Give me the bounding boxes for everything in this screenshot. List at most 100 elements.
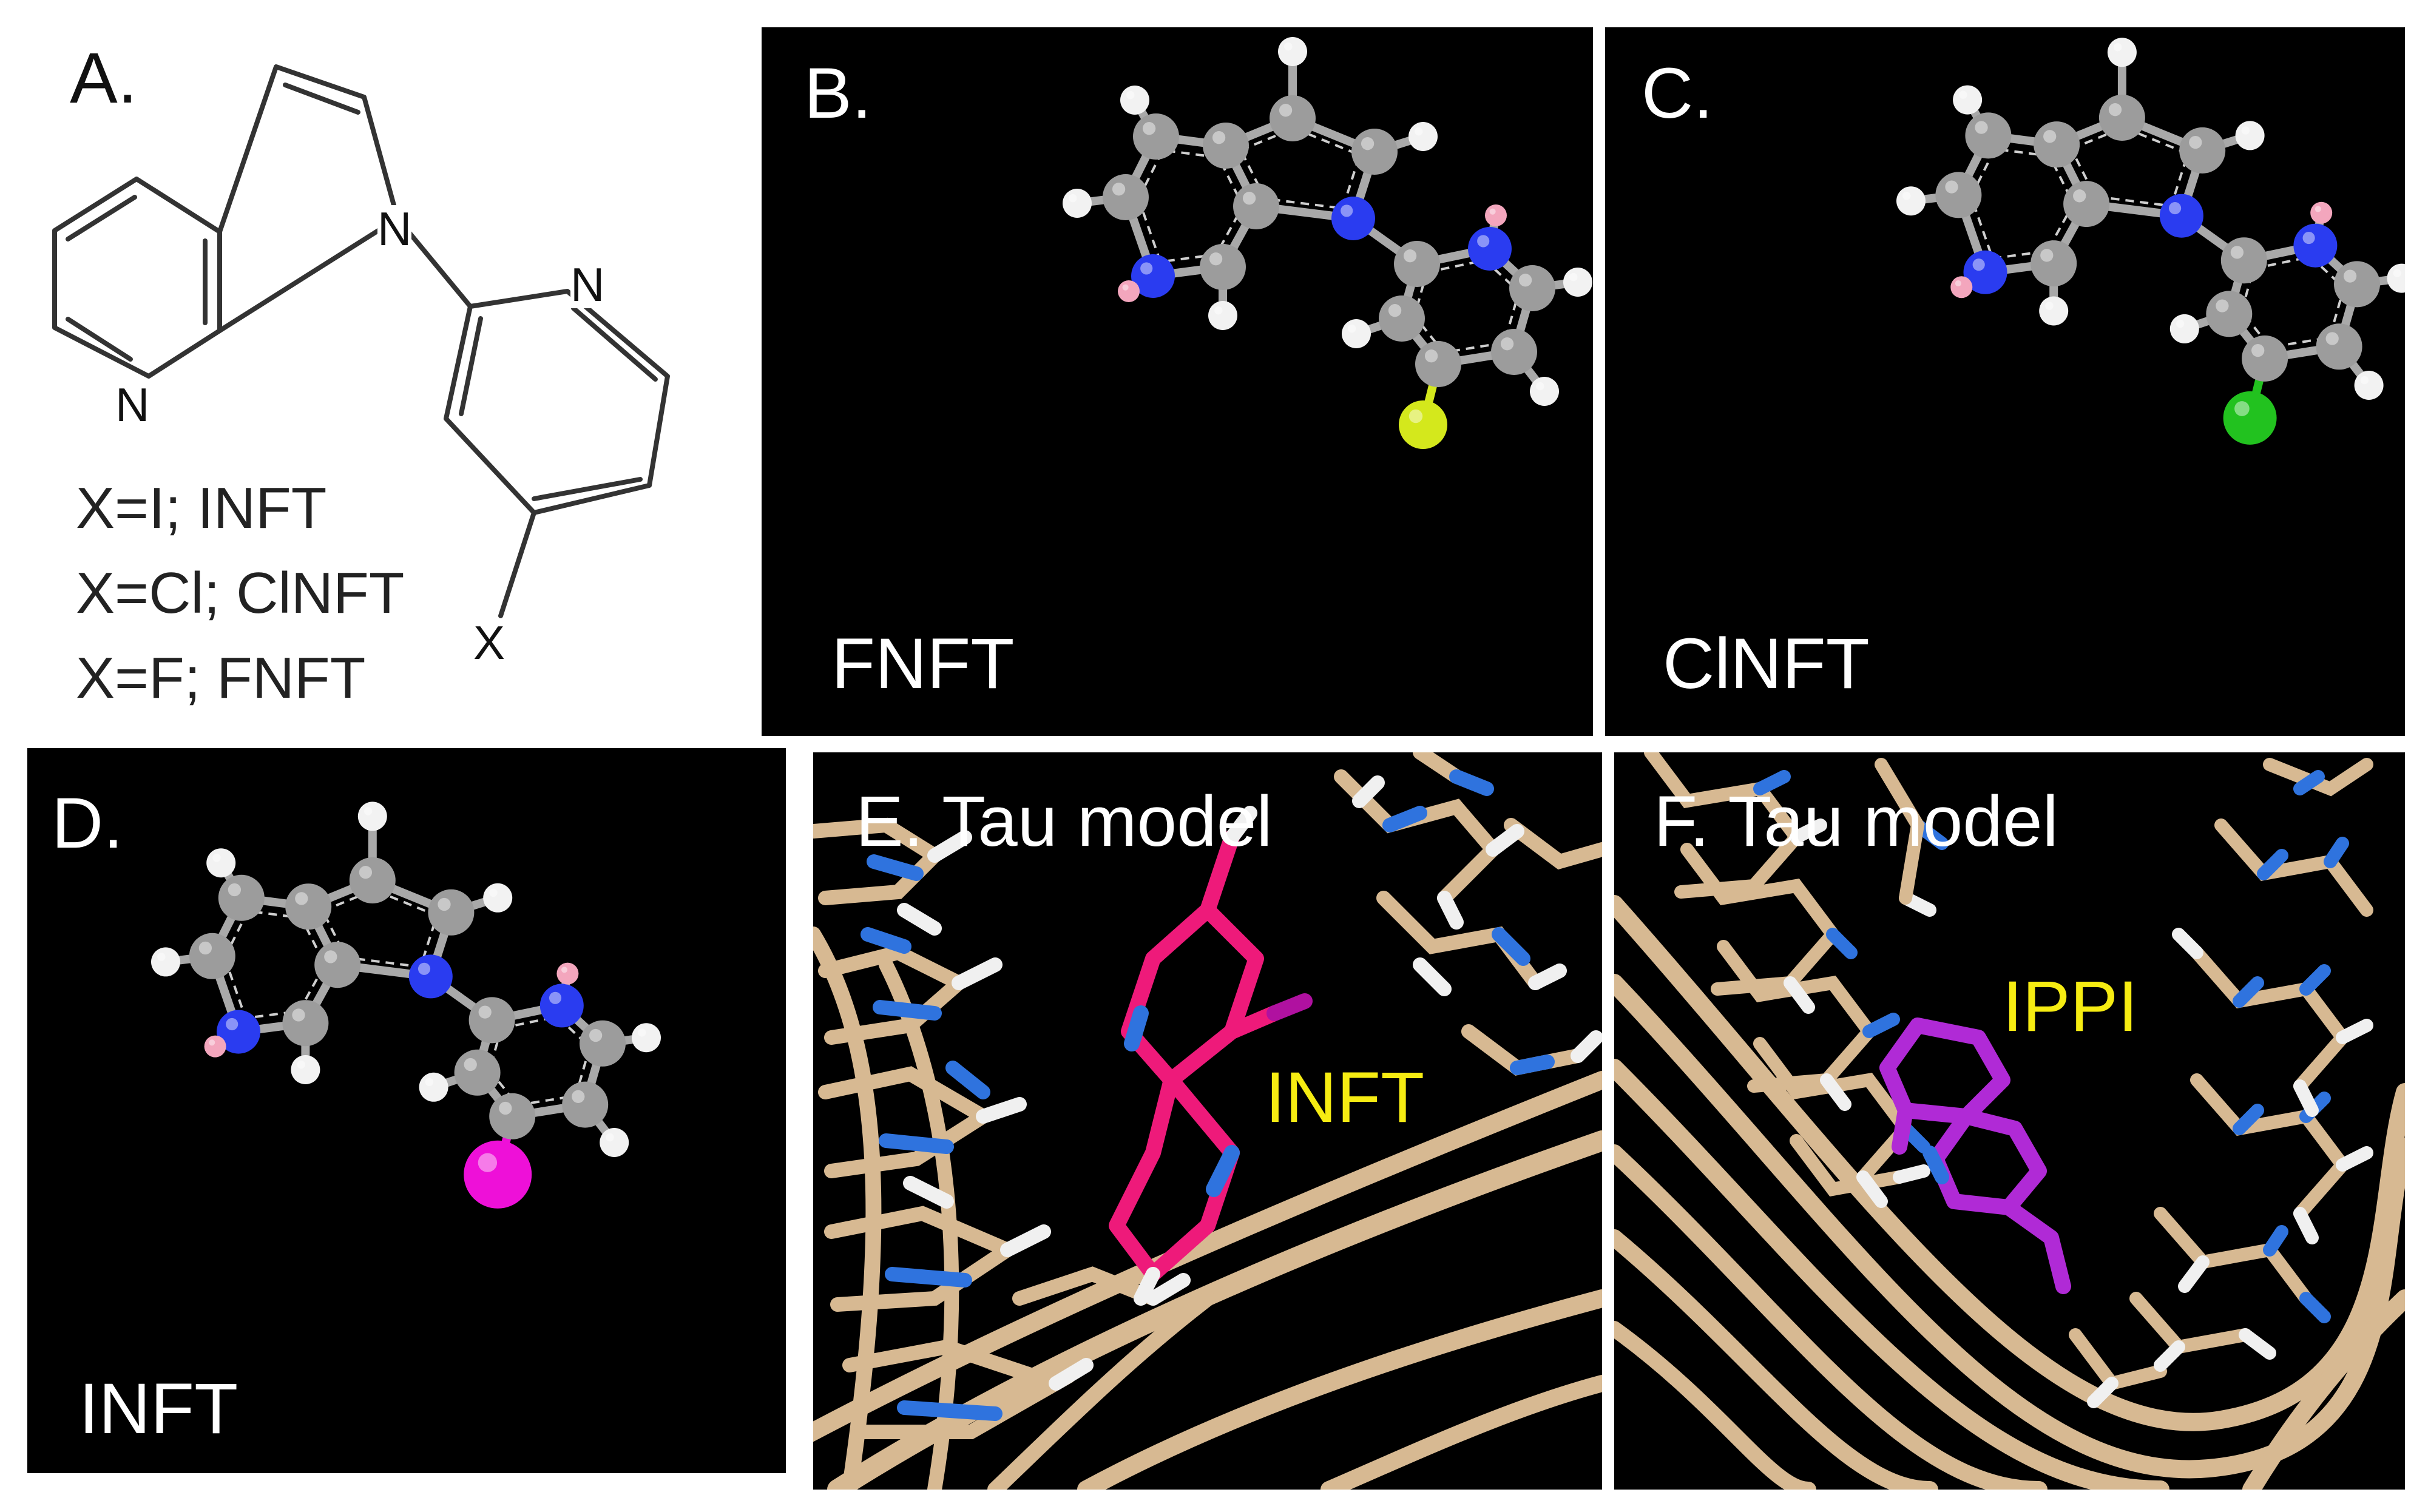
atom-highlight	[1518, 274, 1532, 287]
hydrogen-atom	[2310, 201, 2333, 224]
atom-highlight	[489, 888, 498, 897]
atom-highlight	[561, 967, 568, 973]
hydrogen-atom	[1278, 37, 1307, 66]
atom-highlight	[1415, 127, 1423, 136]
atom-highlight	[1214, 306, 1223, 315]
carbon-atom	[454, 1049, 501, 1096]
hydrogen-atom	[1563, 268, 1592, 297]
panel-c-letter: C.	[1642, 53, 1713, 133]
hydrogen-atom	[2387, 263, 2405, 293]
atom-highlight	[478, 1153, 498, 1172]
molecule-clnft	[1896, 38, 2405, 445]
ligand-label: IPPI	[2003, 967, 2138, 1047]
panel-b-letter: B.	[804, 53, 872, 133]
atom-highlight	[226, 1018, 238, 1031]
panel-a: A. N N N X X=I; INFT X=Cl; ClNFT X=F; FN…	[0, 0, 752, 746]
nitrogen-atom	[408, 954, 453, 999]
atom-n-pyridine-left: N	[115, 378, 150, 431]
atom-highlight	[1569, 272, 1578, 282]
carbon-atom	[1203, 123, 1249, 169]
hydrogen-atom	[419, 1072, 448, 1102]
panel-d: D. INFT	[27, 748, 786, 1473]
hydrogen-atom	[556, 962, 579, 985]
atom-highlight	[2189, 135, 2202, 149]
atom-highlight	[2073, 189, 2086, 203]
carbon-atom	[218, 874, 265, 921]
panel-f-title: F. Tau model	[1654, 781, 2058, 862]
halogen-atom	[1399, 400, 1447, 449]
carbon-atom	[189, 933, 235, 979]
hydrogen-atom	[1485, 204, 1507, 226]
hydrogen-atom	[2354, 371, 2384, 400]
atom-highlight	[2045, 302, 2054, 310]
atom-highlight	[2315, 206, 2321, 212]
ligand-label: INFT	[1265, 1058, 1425, 1138]
atom-highlight	[425, 1078, 434, 1087]
hydrogen-atom	[2039, 296, 2069, 326]
nitrogen-atom	[1963, 250, 2007, 294]
atom-highlight	[1140, 262, 1153, 275]
atom-highlight	[1209, 252, 1223, 266]
hydrogen-atom	[483, 883, 513, 913]
atom-highlight	[2176, 319, 2185, 328]
molecule-inft	[151, 802, 661, 1209]
panel-b: B. FNFT	[762, 27, 1593, 736]
atom-highlight	[1126, 90, 1135, 100]
atom-highlight	[1972, 258, 1985, 271]
atom-highlight	[2234, 401, 2250, 416]
carbon-atom	[282, 1000, 329, 1047]
atom-highlight	[364, 807, 373, 815]
atom-highlight	[1955, 280, 1961, 287]
atom-highlight	[359, 866, 373, 879]
hydrogen-atom	[1408, 122, 1438, 151]
atom-highlight	[292, 1008, 305, 1022]
hydrogen-atom	[1953, 85, 1983, 115]
atom-highlight	[1975, 121, 1988, 134]
hydrogen-atom	[1896, 186, 1926, 216]
molecule-name: INFT	[79, 1369, 238, 1449]
atom-highlight	[606, 1133, 614, 1142]
atom-highlight	[1341, 204, 1353, 217]
hydrogen-atom	[1950, 276, 1973, 299]
atom-highlight	[2360, 376, 2369, 385]
carbon-atom	[468, 997, 515, 1044]
chemical-structure	[52, 64, 670, 618]
atom-highlight	[1112, 183, 1126, 196]
atom-highlight	[2343, 269, 2357, 283]
legend-line-2: X=Cl; ClNFT	[76, 561, 405, 626]
atom-highlight	[572, 1090, 585, 1103]
atom-highlight	[297, 1060, 305, 1069]
hydrogen-atom	[1342, 319, 1371, 348]
hydrogen-atom	[632, 1023, 661, 1053]
panel-d-letter: D.	[52, 783, 123, 863]
atom-highlight	[1284, 42, 1293, 51]
hydrogen-atom	[1118, 280, 1140, 302]
atom-highlight	[2230, 246, 2244, 259]
carbon-atom	[1965, 112, 2012, 159]
nitrogen-atom	[1331, 197, 1375, 240]
atom-highlight	[1489, 208, 1496, 215]
molecule-name: ClNFT	[1663, 624, 1870, 704]
atom-highlight	[1500, 337, 1514, 351]
carbon-atom	[1935, 172, 1982, 218]
carbon-atom	[1200, 244, 1246, 290]
atom-highlight	[1388, 304, 1402, 317]
atom-highlight	[2040, 249, 2054, 262]
nitrogen-atom	[217, 1010, 260, 1054]
atom-highlight	[438, 897, 451, 911]
nitrogen-atom	[539, 984, 584, 1028]
carbon-atom	[2179, 127, 2226, 174]
atom-highlight	[1902, 192, 1911, 200]
atom-highlight	[418, 962, 431, 975]
atom-n-pyrrole: N	[377, 202, 412, 255]
atom-highlight	[1069, 194, 1077, 203]
atom-highlight	[2251, 343, 2265, 357]
atom-highlight	[1348, 324, 1356, 333]
carbon-atom	[2063, 181, 2110, 228]
atom-highlight	[228, 883, 242, 897]
hydrogen-atom	[1530, 377, 1559, 406]
atom-highlight	[157, 953, 166, 961]
nitrogen-atom	[2159, 194, 2203, 238]
carbon-atom	[562, 1081, 609, 1128]
atom-highlight	[2108, 103, 2122, 116]
